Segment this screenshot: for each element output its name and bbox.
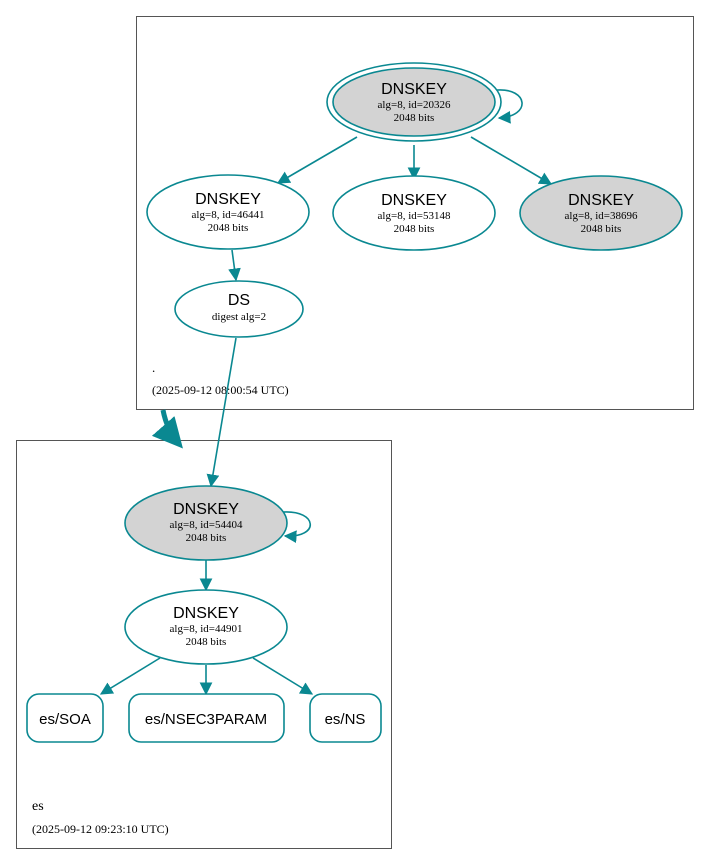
- node-es-nsec3param[interactable]: es/NSEC3PARAM: [128, 693, 285, 743]
- node-root-zsk3[interactable]: DNSKEY alg=8, id=38696 2048 bits: [519, 175, 683, 251]
- node-root-zsk3-line1: alg=8, id=38696: [565, 210, 638, 222]
- edge-root-ksk-zsk3: [470, 136, 553, 185]
- node-es-zsk-line2: 2048 bits: [186, 636, 227, 648]
- node-es-ksk[interactable]: DNSKEY alg=8, id=54404 2048 bits: [124, 485, 288, 561]
- node-root-ksk[interactable]: DNSKEY alg=8, id=20326 2048 bits: [326, 62, 502, 142]
- node-root-zsk2-title: DNSKEY: [381, 192, 447, 209]
- node-ds-title: DS: [228, 292, 250, 309]
- node-es-ns-label: es/NS: [325, 711, 366, 728]
- node-root-zsk3-title: DNSKEY: [568, 192, 634, 209]
- node-root-zsk1-title: DNSKEY: [195, 191, 261, 208]
- edge-es-ksk-self: [282, 511, 312, 544]
- node-root-zsk2-line1: alg=8, id=53148: [378, 210, 451, 222]
- edge-es-zsk-soa: [99, 657, 161, 695]
- node-root-ksk-title: DNSKEY: [381, 81, 447, 98]
- zone-root-name: .: [152, 360, 155, 375]
- node-es-zsk-line1: alg=8, id=44901: [170, 623, 243, 635]
- node-root-zsk2[interactable]: DNSKEY alg=8, id=53148 2048 bits: [332, 175, 496, 251]
- node-root-zsk2-line2: 2048 bits: [394, 223, 435, 235]
- node-root-ksk-line1: alg=8, id=20326: [378, 99, 451, 111]
- node-es-zsk-title: DNSKEY: [173, 605, 239, 622]
- edge-root-ksk-zsk1: [276, 136, 358, 184]
- node-root-ksk-line2: 2048 bits: [394, 112, 435, 124]
- node-es-soa[interactable]: es/SOA: [26, 693, 104, 743]
- edge-zone-delegation: [151, 409, 183, 449]
- zone-es-timestamp: (2025-09-12 09:23:10 UTC): [32, 822, 169, 836]
- node-root-zsk1-line1: alg=8, id=46441: [192, 209, 265, 221]
- node-es-ksk-title: DNSKEY: [173, 501, 239, 518]
- node-es-nsec3param-label: es/NSEC3PARAM: [145, 711, 267, 728]
- node-es-ksk-line1: alg=8, id=54404: [170, 519, 243, 531]
- node-es-zsk[interactable]: DNSKEY alg=8, id=44901 2048 bits: [124, 589, 288, 665]
- edge-root-ksk-self: [496, 89, 523, 124]
- zone-root-timestamp: (2025-09-12 08:00:54 UTC): [152, 383, 289, 397]
- node-es-ns[interactable]: es/NS: [309, 693, 382, 743]
- node-ds-line1: digest alg=2: [212, 311, 266, 323]
- node-ds[interactable]: DS digest alg=2: [174, 280, 304, 338]
- node-root-zsk1-line2: 2048 bits: [208, 222, 249, 234]
- zone-es-name: es: [32, 799, 44, 814]
- zone-root-box: [136, 16, 694, 410]
- zone-es-box: [16, 440, 392, 849]
- edge-es-zsk-ns: [252, 657, 314, 695]
- edge-ds-es-ksk: [206, 337, 237, 488]
- edge-zsk1-ds: [228, 249, 241, 282]
- node-root-zsk3-line2: 2048 bits: [581, 223, 622, 235]
- node-es-ksk-line2: 2048 bits: [186, 532, 227, 544]
- node-es-soa-label: es/SOA: [39, 711, 91, 728]
- node-root-zsk1[interactable]: DNSKEY alg=8, id=46441 2048 bits: [146, 174, 310, 250]
